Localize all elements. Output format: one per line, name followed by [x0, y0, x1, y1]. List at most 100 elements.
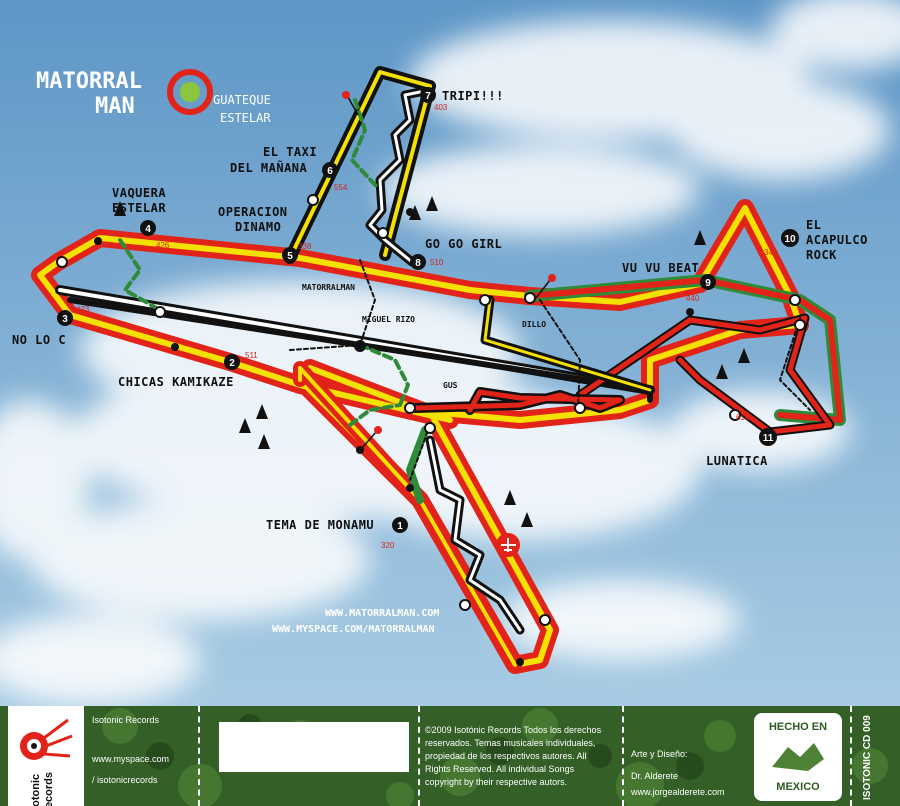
- track-marker-7: [420, 87, 436, 103]
- fold-line: [622, 706, 624, 806]
- track-marker-9: [700, 274, 716, 290]
- track-marker-4-num: 4: [145, 224, 151, 235]
- airplane-marker: [496, 533, 520, 557]
- track-marker-3: [57, 310, 73, 326]
- tree-icon: [738, 348, 750, 363]
- track-lengths: 320 511 423 426 338 554 403 510 440 348 …: [76, 103, 778, 550]
- track-name-8: GO GO GIRL: [425, 237, 502, 251]
- tree-icon: [426, 196, 438, 211]
- flag-icon: [342, 91, 350, 99]
- label-miguel-rizo: MIGUEL RIZO: [362, 315, 415, 324]
- track-name-11: LUNATICA: [706, 454, 768, 468]
- track-number-markers: 1 2 3 4 5 6 7 8 9 10 11: [57, 87, 799, 533]
- track-marker-11: [759, 428, 777, 446]
- track-nodes: [56, 194, 806, 626]
- track-name-2: CHICAS KAMIKAZE: [118, 375, 234, 389]
- tree-icon: [694, 230, 706, 245]
- catalog-number: ISOTONIC CD 009: [862, 715, 873, 801]
- track-marker-2: [224, 354, 240, 370]
- footer-strip: isotonic Records Isotonic Records www.my…: [0, 706, 900, 806]
- tree-icon: [256, 404, 268, 419]
- flag-markers: [342, 91, 556, 449]
- tree-icon: [504, 490, 516, 505]
- track-marker-11-num: 11: [763, 433, 774, 444]
- airplane-icon: [501, 538, 516, 552]
- track-name-1: TEMA DE MONAMU: [266, 518, 374, 532]
- header-logo: MATORRAL MAN GUATEQUE ESTELAR: [36, 69, 271, 125]
- label-logo: isotonic Records: [8, 706, 84, 806]
- art-name: Dr. Alderete: [631, 771, 679, 781]
- logo-dot: [180, 82, 200, 102]
- track-marker-1-num: 1: [397, 521, 403, 532]
- website-urls: WWW.MATORRALMAN.COM WWW.MYSPACE.COM/MATO…: [272, 608, 439, 635]
- track-marker-6: [322, 162, 338, 178]
- fold-line: [198, 706, 200, 806]
- url-site: WWW.MATORRALMAN.COM: [325, 608, 439, 619]
- label-name: Isotonic Records: [92, 715, 160, 725]
- track-marker-8-num: 8: [415, 258, 421, 269]
- track-length-7: 403: [434, 103, 448, 112]
- tree-icon: [716, 364, 728, 379]
- track-length-4: 426: [156, 241, 170, 250]
- track-length-8: 510: [430, 258, 444, 267]
- tree-icons: [114, 196, 750, 527]
- track-name-4-line2: ESTELAR: [112, 201, 166, 215]
- tree-icon: [114, 201, 126, 216]
- subtitle-line2: ESTELAR: [220, 111, 271, 125]
- spine-panel: [219, 722, 409, 772]
- track-marker-8: [410, 254, 426, 270]
- track-length-5: 338: [298, 242, 312, 251]
- eagle-icon: [772, 743, 824, 771]
- track-marker-1: [392, 517, 408, 533]
- track-marker-5: [282, 247, 298, 263]
- track-names: TEMA DE MONAMU CHICAS KAMIKAZE NO LO C V…: [12, 89, 868, 532]
- made-in-mexico-stamp: HECHO EN MEXICO: [754, 713, 842, 801]
- race-track: [31, 66, 846, 674]
- track-dots: [94, 208, 694, 666]
- track-length-2: 511: [245, 351, 258, 360]
- track-length-1: 320: [381, 541, 395, 550]
- flag-icon: [548, 274, 556, 282]
- label-url2: / isotonicrecords: [92, 775, 158, 785]
- art-url: www.jorgealderete.com: [631, 787, 725, 797]
- track-length-11: 614: [736, 413, 750, 422]
- track-name-7: TRIPI!!!: [442, 89, 504, 103]
- fold-line: [850, 706, 852, 806]
- copyright-text: ©2009 Isotónic Records Todos los derecho…: [425, 725, 602, 787]
- tree-icon: [409, 205, 421, 220]
- track-name-6-line1: EL TAXI: [263, 145, 317, 159]
- track-marker-2-num: 2: [229, 358, 235, 369]
- track-name-10-line1: EL: [806, 218, 821, 232]
- track-length-9: 440: [686, 294, 700, 303]
- art-label: Arte y Diseño:: [631, 749, 688, 759]
- url-myspace: WWW.MYSPACE.COM/MATORRALMAN: [272, 624, 435, 635]
- track-marker-10-num: 10: [784, 234, 796, 245]
- track-name-10-line2: ACAPULCO: [806, 233, 868, 247]
- track-marker-6-num: 6: [327, 166, 333, 177]
- subtitle-line1: GUATEQUE: [213, 93, 271, 107]
- track-marker-3-num: 3: [62, 314, 68, 325]
- map-labels: MATORRALMAN MIGUEL RIZO DILLO GUS: [302, 283, 546, 390]
- fold-line: [418, 706, 420, 806]
- track-name-4-line1: VAQUERA: [112, 186, 166, 200]
- logo-ring: [167, 69, 213, 115]
- title-line2: MAN: [95, 94, 135, 119]
- stamp-top: HECHO EN: [768, 721, 828, 733]
- track-length-10: 348: [764, 248, 778, 257]
- label-url1: www.myspace.com: [92, 754, 170, 764]
- track-name-9: VU VU BEAT: [622, 261, 699, 275]
- track-map: MATORRAL MAN GUATEQUE ESTELAR: [0, 0, 900, 706]
- track-marker-4: [140, 220, 156, 236]
- track-name-5-line1: OPERACION: [218, 205, 288, 219]
- track-marker-5-num: 5: [287, 251, 293, 262]
- title-line1: MATORRAL: [36, 69, 142, 94]
- track-name-6-line2: DEL MAÑANA: [230, 160, 308, 175]
- track-marker-9-num: 9: [705, 278, 711, 289]
- track-name-10-line3: ROCK: [806, 248, 837, 262]
- track-name-5-line2: DINAMO: [235, 220, 281, 234]
- track-marker-7-num: 7: [425, 91, 431, 102]
- label-dillo: DILLO: [522, 320, 546, 329]
- label-matorralman: MATORRALMAN: [302, 283, 355, 292]
- track-length-6: 554: [334, 183, 348, 192]
